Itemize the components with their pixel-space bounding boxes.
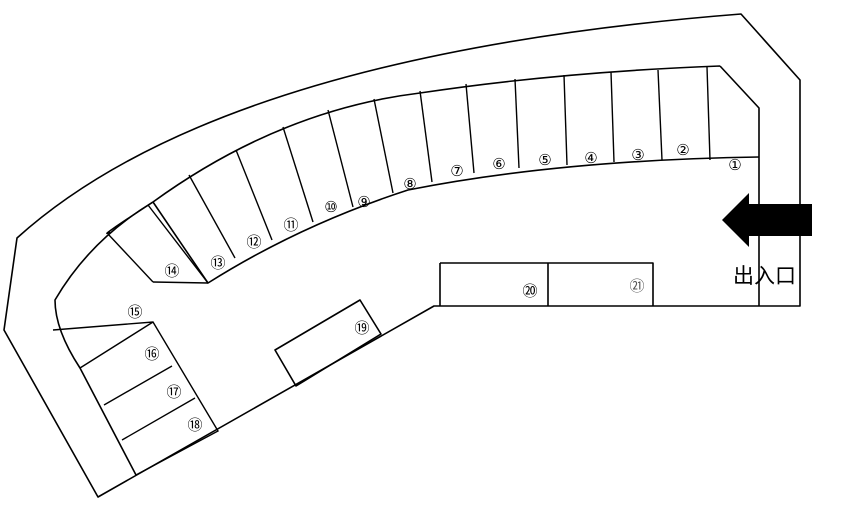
divider <box>107 233 154 283</box>
divider <box>188 174 236 259</box>
stall-number-7: ⑦ <box>450 162 463 180</box>
stall-number-13: ⑬ <box>210 254 225 272</box>
divider <box>327 109 354 208</box>
stall-number-10: ⑩ <box>324 198 337 216</box>
stall-19-outline <box>274 299 382 387</box>
stall-number-18: ⑱ <box>187 416 202 434</box>
stall-number-4: ④ <box>584 149 597 167</box>
stall-number-5: ⑤ <box>538 151 551 169</box>
entrance-arrow-icon <box>722 193 812 247</box>
divider <box>373 98 394 194</box>
stall-number-6: ⑥ <box>492 155 505 173</box>
stall-dividers <box>107 66 711 284</box>
stall-number-14: ⑭ <box>164 262 179 280</box>
entrance-label: 出入口 <box>733 264 796 288</box>
stall-number-19: ⑲ <box>354 319 369 337</box>
stall-number-1: ① <box>728 156 741 174</box>
stall-number-12: ⑫ <box>246 233 261 251</box>
stall-number-8: ⑧ <box>403 175 416 193</box>
stall-aisle-edge <box>106 156 760 284</box>
stall-number-11: ⑪ <box>283 216 298 234</box>
stall-number-9: ⑨ <box>357 193 370 211</box>
stall-number-17: ⑰ <box>166 383 181 401</box>
left-stalls <box>52 281 219 476</box>
outer-boundary-wall <box>3 13 801 498</box>
stall-number-16: ⑯ <box>144 345 159 363</box>
divider <box>610 71 615 163</box>
divider <box>657 69 663 161</box>
stall-20-21-outline <box>439 262 654 306</box>
stall-number-21: ㉑ <box>629 277 644 295</box>
stall-number-20: ⑳ <box>522 282 537 300</box>
stall-number-3: ③ <box>631 146 644 164</box>
stall-number-15: ⑮ <box>127 303 142 321</box>
stall-block-left <box>52 281 219 476</box>
divider <box>147 204 209 284</box>
divider <box>235 149 273 241</box>
divider <box>563 74 568 166</box>
divider <box>706 66 711 161</box>
divider <box>514 78 520 169</box>
divider <box>465 83 475 174</box>
divider <box>419 90 433 183</box>
stall-number-2: ② <box>676 141 689 159</box>
divider <box>282 126 314 223</box>
